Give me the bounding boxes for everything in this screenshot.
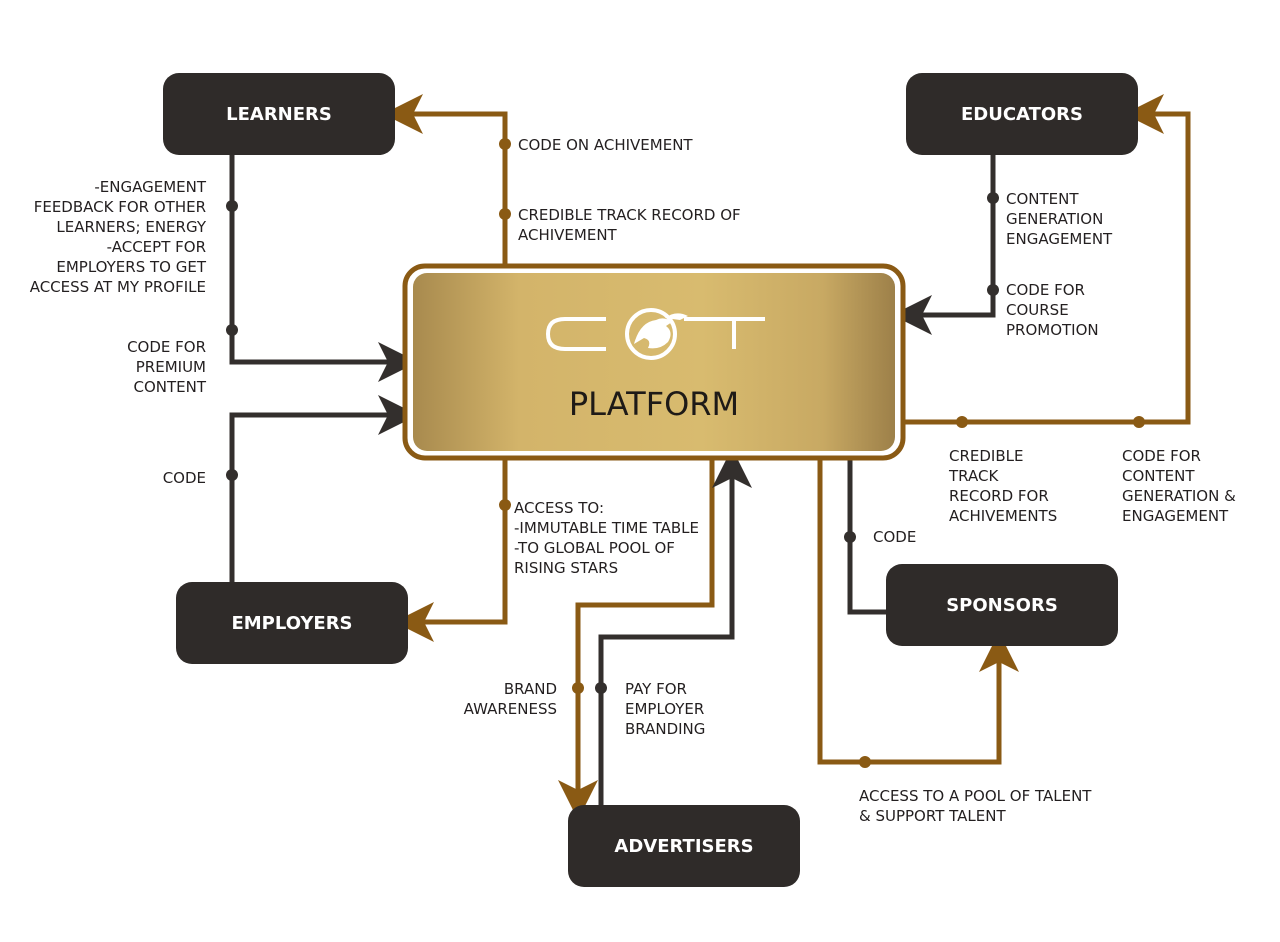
label-pay-for-branding-line: BRANDING xyxy=(625,720,705,738)
label-code-on-achievement-line: CODE ON ACHIVEMENT xyxy=(518,136,693,154)
flow-employers-to-platform xyxy=(229,395,418,582)
platform-title: PLATFORM xyxy=(569,385,739,423)
label-access-to: ACCESS TO: -IMMUTABLE TIME TABLE -TO GLOBA… xyxy=(514,499,699,577)
flow-platform-to-educators xyxy=(905,94,1191,425)
employers-node: EMPLOYERS xyxy=(176,582,408,664)
sponsors-node: SPONSORS xyxy=(886,564,1118,646)
sponsors-label: SPONSORS xyxy=(946,595,1058,616)
label-credible-achievements-line: RECORD FOR xyxy=(949,487,1049,505)
label-content-generation-line: ENGAGEMENT xyxy=(1006,230,1113,248)
label-brand-awareness-line: BRAND xyxy=(504,680,557,698)
label-code-for-course-line: CODE FOR xyxy=(1006,281,1085,299)
label-code-on-achievement: CODE ON ACHIVEMENT xyxy=(518,136,693,154)
flow-advertisers-to-platform xyxy=(598,448,752,806)
label-code-for-premium-line: CONTENT xyxy=(133,378,206,396)
label-engagement-feedback: -ENGAGEMENT FEEDBACK FOR OTHER LEARNERS; E… xyxy=(30,178,207,296)
label-engagement-feedback-line: EMPLOYERS TO GET xyxy=(56,258,206,276)
label-credible-achievements-line: ACHIVEMENTS xyxy=(949,507,1057,525)
label-sponsor-code-line: CODE xyxy=(873,528,916,546)
label-brand-awareness-line: AWARENESS xyxy=(464,700,557,718)
label-access-pool-talent-line: ACCESS TO A POOL OF TALENT xyxy=(859,787,1092,805)
label-access-to-line: RISING STARS xyxy=(514,559,618,577)
label-access-pool-talent: ACCESS TO A POOL OF TALENT & SUPPORT TALE… xyxy=(859,787,1092,825)
label-engagement-feedback-line: -ACCEPT FOR xyxy=(107,238,206,256)
label-brand-awareness: BRAND AWARENESS xyxy=(464,680,557,718)
dot-credible-track-record xyxy=(499,208,511,220)
label-credible-track-record: CREDIBLE TRACK RECORD OF ACHIVEMENT xyxy=(518,206,741,244)
dot-pay-for-branding xyxy=(595,682,607,694)
label-pay-for-branding: PAY FOR EMPLOYER BRANDING xyxy=(625,680,705,738)
flow-learners-to-platform xyxy=(229,155,418,382)
educators-label: EDUCATORS xyxy=(961,104,1083,125)
flow-platform-to-advertisers xyxy=(558,458,715,820)
label-code-for-content-line: ENGAGEMENT xyxy=(1122,507,1229,525)
dot-content-generation xyxy=(987,192,999,204)
label-credible-track-record-line: CREDIBLE TRACK RECORD OF xyxy=(518,206,741,224)
flow-educators-to-platform xyxy=(892,155,996,335)
label-code-for-content: CODE FOR CONTENT GENERATION & ENGAGEMENT xyxy=(1122,447,1236,525)
dot-access-to xyxy=(499,499,511,511)
flow-platform-to-employers xyxy=(394,458,508,642)
griffin-logo-icon xyxy=(545,308,765,360)
label-code-for-premium-line: CODE FOR xyxy=(127,338,206,356)
label-access-to-line: -TO GLOBAL POOL OF xyxy=(514,539,675,557)
label-pay-for-branding-line: PAY FOR xyxy=(625,680,687,698)
advertisers-node: ADVERTISERS xyxy=(568,805,800,887)
label-engagement-feedback-line: LEARNERS; ENERGY xyxy=(56,218,206,236)
label-access-to-line: ACCESS TO: xyxy=(514,499,604,517)
label-code-for-course-line: PROMOTION xyxy=(1006,321,1099,339)
label-code-for-course: CODE FOR COURSE PROMOTION xyxy=(1006,281,1099,339)
dot-code-for-content xyxy=(1133,416,1145,428)
label-access-pool-talent-line: & SUPPORT TALENT xyxy=(859,807,1006,825)
flow-sponsors-to-platform xyxy=(847,458,888,615)
label-credible-achievements-line: TRACK xyxy=(948,467,999,485)
label-code-for-content-line: CODE FOR xyxy=(1122,447,1201,465)
label-credible-achievements: CREDIBLE TRACK RECORD FOR ACHIVEMENTS xyxy=(948,447,1057,525)
dot-engagement-feedback xyxy=(226,200,238,212)
label-code-for-content-line: GENERATION & xyxy=(1122,487,1236,505)
label-access-to-line: -IMMUTABLE TIME TABLE xyxy=(514,519,699,537)
dot-access-pool-talent xyxy=(859,756,871,768)
dot-code-for-course xyxy=(987,284,999,296)
label-content-generation: CONTENT GENERATION ENGAGEMENT xyxy=(1006,190,1113,248)
advertisers-label: ADVERTISERS xyxy=(614,836,753,857)
platform-node: PLATFORM xyxy=(402,263,906,461)
employers-label: EMPLOYERS xyxy=(231,613,352,634)
label-engagement-feedback-line: -ENGAGEMENT xyxy=(94,178,206,196)
learners-node: LEARNERS xyxy=(163,73,395,155)
label-employer-code: CODE xyxy=(163,469,206,487)
dot-code-for-premium xyxy=(226,324,238,336)
flow-platform-to-sponsors xyxy=(817,458,1019,765)
label-code-for-course-line: COURSE xyxy=(1006,301,1069,319)
label-content-generation-line: CONTENT xyxy=(1006,190,1079,208)
label-content-generation-line: GENERATION xyxy=(1006,210,1103,228)
dot-employer-code xyxy=(226,469,238,481)
dot-brand-awareness xyxy=(572,682,584,694)
label-code-for-content-line: CONTENT xyxy=(1122,467,1195,485)
label-engagement-feedback-line: FEEDBACK FOR OTHER xyxy=(34,198,206,216)
educators-node: EDUCATORS xyxy=(906,73,1138,155)
label-engagement-feedback-line: ACCESS AT MY PROFILE xyxy=(30,278,206,296)
dot-sponsor-code xyxy=(844,531,856,543)
dot-code-on-achievement xyxy=(499,138,511,150)
learners-label: LEARNERS xyxy=(226,104,332,125)
label-sponsor-code: CODE xyxy=(873,528,916,546)
flow-platform-to-learners xyxy=(383,94,508,265)
dot-credible-achievements xyxy=(956,416,968,428)
label-employer-code-line: CODE xyxy=(163,469,206,487)
label-code-for-premium-line: PREMIUM xyxy=(136,358,206,376)
label-code-for-premium: CODE FOR PREMIUM CONTENT xyxy=(127,338,207,396)
label-pay-for-branding-line: EMPLOYER xyxy=(625,700,704,718)
label-credible-track-record-line: ACHIVEMENT xyxy=(518,226,618,244)
label-credible-achievements-line: CREDIBLE xyxy=(949,447,1023,465)
